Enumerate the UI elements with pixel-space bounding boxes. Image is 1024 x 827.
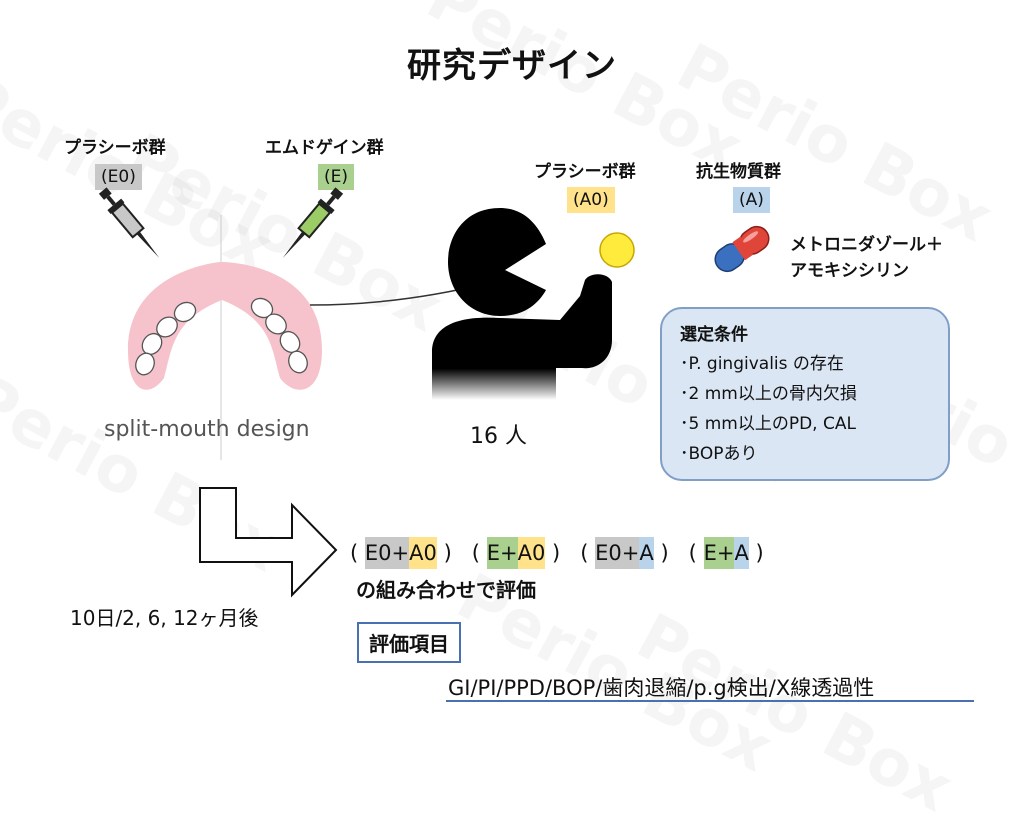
antibiotic-tag: (A) xyxy=(733,187,770,213)
drug-line-1: メトロニダゾール＋ xyxy=(790,235,943,255)
page-title: 研究デザイン xyxy=(407,46,617,86)
combo-4-e: E+ xyxy=(703,537,735,569)
placebo-e-tag: (E0) xyxy=(95,164,142,190)
syringe-gray-icon xyxy=(98,187,160,258)
combo-2-a: A0 xyxy=(517,537,546,569)
combo-close: ) xyxy=(443,541,452,565)
placebo-a-tag: (A0) xyxy=(567,187,615,213)
emd-group-label: エムドゲイン群 xyxy=(265,138,384,158)
split-mouth-label: split-mouth design xyxy=(104,417,310,442)
combination-list: ( E0+A0 ) ( E+A0 ) ( E0+A ) ( E+A ) xyxy=(350,537,764,569)
combo-1-e: E0+ xyxy=(364,537,410,569)
combination-text: の組み合わせで評価 xyxy=(356,578,536,602)
criteria-item: ･BOPあり xyxy=(680,444,758,464)
combo-3-e: E0+ xyxy=(595,537,640,569)
combo-close: ) xyxy=(660,541,669,565)
illustration xyxy=(98,187,770,598)
selection-criteria-box: 選定条件 ･P. gingivalis の存在 ･2 mm以上の骨内欠損 ･5 … xyxy=(660,307,950,481)
combo-open: ( xyxy=(471,541,480,565)
drug-name: メトロニダゾール＋ アモキシシリン xyxy=(790,232,943,284)
followup-timing: 10日/2, 6, 12ヶ月後 xyxy=(70,606,259,630)
person-head-icon xyxy=(448,208,546,316)
gum-arch xyxy=(128,262,322,390)
criteria-heading: 選定条件 xyxy=(680,325,748,345)
evaluation-label: 評価項目 xyxy=(357,622,461,663)
participant-count: 16 人 xyxy=(470,424,527,449)
person-body-icon xyxy=(432,274,612,400)
outcome-underline xyxy=(446,700,974,702)
outcome-measures: GI/PI/PPD/BOP/歯肉退縮/p.g検出/X線透過性 xyxy=(448,676,875,700)
antibiotic-group-label: 抗生物質群 xyxy=(696,162,781,182)
combo-2-e: E+ xyxy=(486,537,518,569)
capsule-icon xyxy=(714,225,770,273)
combo-open: ( xyxy=(350,541,359,565)
criteria-item: ･P. gingivalis の存在 xyxy=(680,354,844,374)
teeth-left xyxy=(135,301,197,376)
combo-open: ( xyxy=(688,541,697,565)
criteria-item: ･2 mm以上の骨内欠損 xyxy=(680,384,857,404)
combo-4-a: A xyxy=(734,537,749,569)
teeth-right xyxy=(250,297,308,374)
drug-line-2: アモキシシリン xyxy=(790,261,909,281)
emd-tag: (E) xyxy=(318,164,355,190)
combo-close: ) xyxy=(552,541,561,565)
combo-close: ) xyxy=(755,541,764,565)
placebo-a-group-label: プラシーボ群 xyxy=(534,162,636,182)
placebo-e-group-label: プラシーボ群 xyxy=(64,138,166,158)
combo-1-a: A0 xyxy=(409,537,437,569)
criteria-item: ･5 mm以上のPD, CAL xyxy=(680,414,856,434)
combo-3-a: A xyxy=(639,537,654,569)
combo-open: ( xyxy=(580,541,589,565)
bent-arrow-icon xyxy=(199,487,338,598)
syringe-green-icon xyxy=(282,187,344,258)
placebo-pill-icon xyxy=(599,232,635,268)
